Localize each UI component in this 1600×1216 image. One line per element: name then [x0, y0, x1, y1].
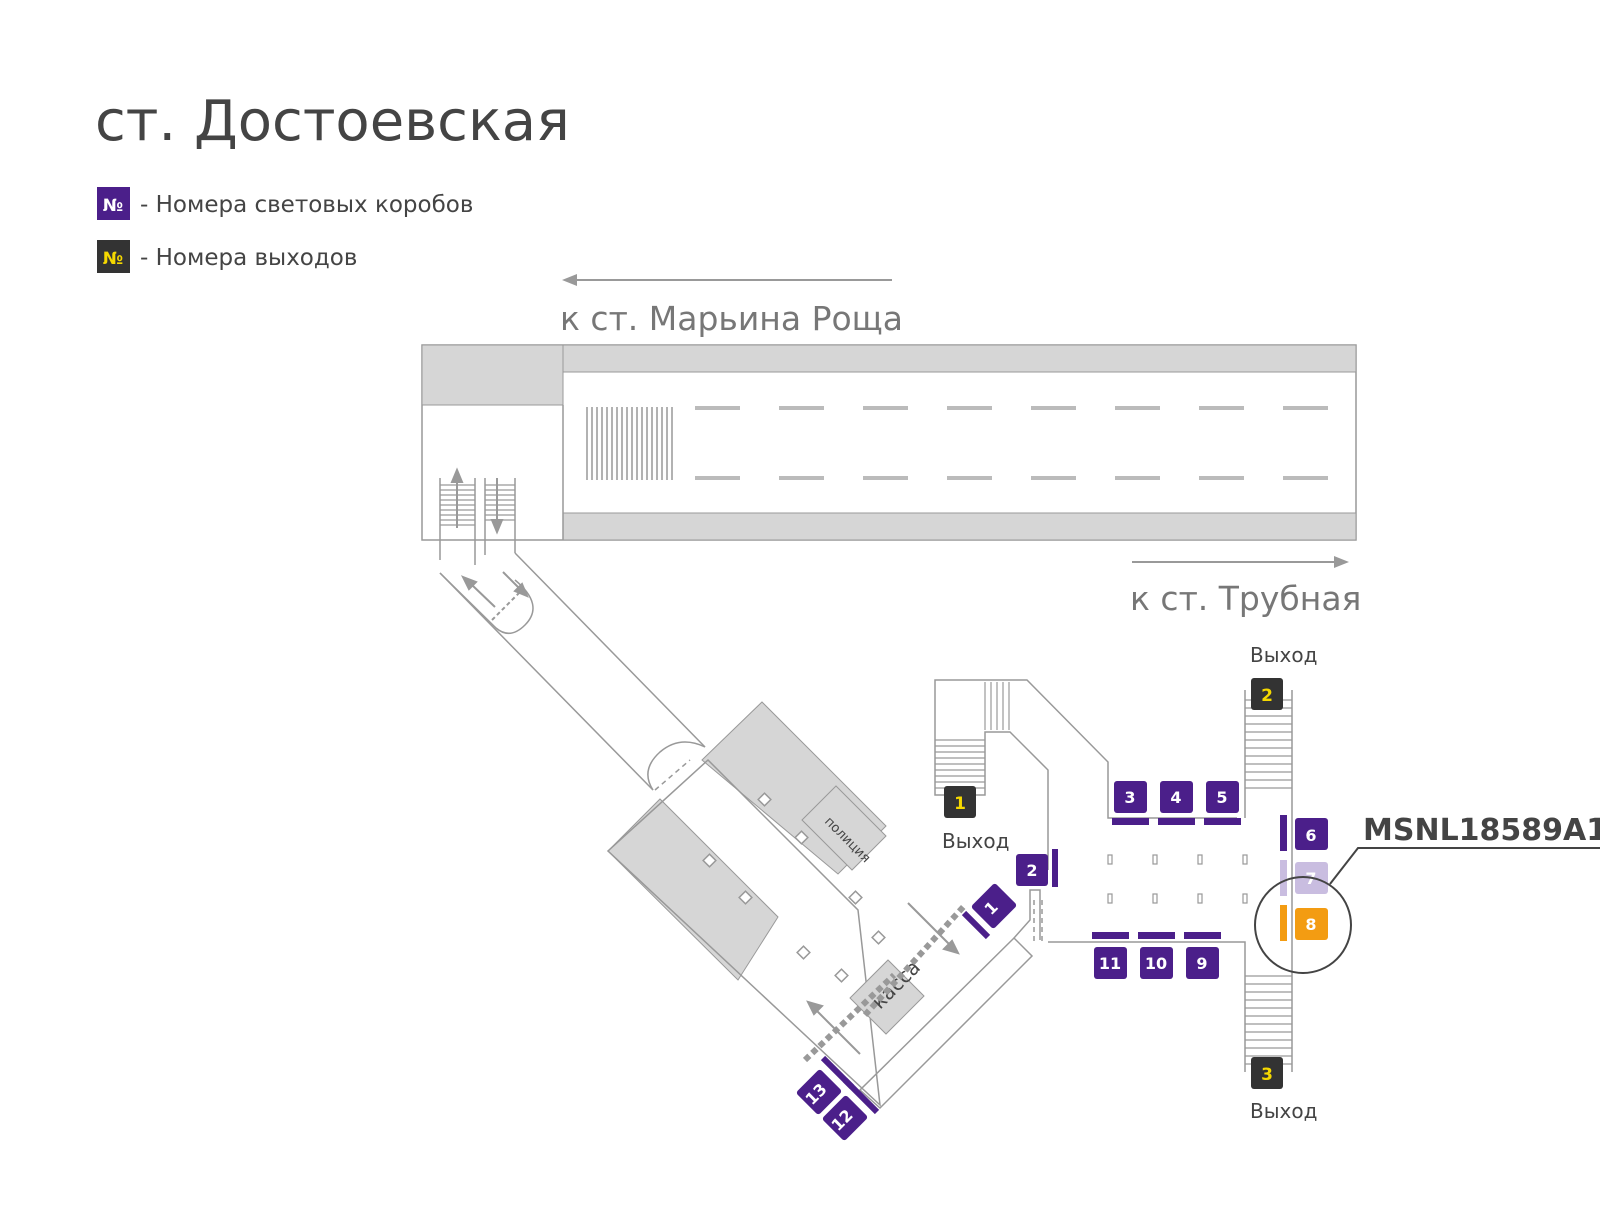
- direction-left-label: к ст. Марьина Роща: [560, 299, 903, 338]
- lightbox-9-number: 9: [1196, 954, 1207, 973]
- legend-exit-symbol: №: [103, 249, 123, 269]
- legend: № - Номера световых коробов № - Номера в…: [97, 187, 473, 273]
- exit-1-number: 1: [954, 794, 966, 814]
- lightbox-1[interactable]: 1: [961, 883, 1017, 940]
- platform: [421, 344, 1357, 541]
- lightbox-13[interactable]: 13: [796, 1055, 855, 1115]
- arrow-exit-icon: [942, 939, 960, 955]
- exit-3: 3 Выход: [1250, 1057, 1317, 1123]
- arrow-down-icon: [490, 519, 504, 535]
- arrow-up-icon: [450, 467, 464, 483]
- exit-3-label: Выход: [1250, 1099, 1317, 1123]
- platform-stairs: [586, 407, 673, 480]
- highlight-callout: MSNL18589A1: [1254, 813, 1600, 974]
- lightbox-3-number: 3: [1124, 788, 1135, 807]
- legend-lightbox-symbol: №: [103, 196, 123, 216]
- lightbox-5-number: 5: [1216, 788, 1227, 807]
- lightbox-5[interactable]: 5: [1204, 781, 1241, 825]
- legend-exit-label: - Номера выходов: [140, 245, 357, 271]
- lightbox-9[interactable]: 9: [1184, 932, 1221, 979]
- exit-1-label: Выход: [942, 829, 1009, 853]
- escalator-arrows: [450, 467, 529, 621]
- lightbox-8[interactable]: 8: [1280, 905, 1328, 941]
- lightbox-10-number: 10: [1145, 954, 1167, 973]
- lobby-columns: [702, 792, 886, 983]
- page-title: ст. Достоевская: [95, 89, 570, 154]
- exit-2: 2 Выход: [1250, 643, 1317, 710]
- lightbox-4-number: 4: [1170, 788, 1181, 807]
- arrow-diag-down-icon: [513, 582, 529, 598]
- lobby-arrows: [806, 902, 960, 1055]
- passage-exit1: [934, 679, 1237, 945]
- escalator-left: [439, 478, 706, 791]
- callout-line: [1329, 847, 1600, 885]
- arrow-left-icon: [562, 274, 577, 286]
- right-hall: [1048, 690, 1293, 1072]
- hall-columns: [1107, 854, 1248, 904]
- exit-2-number: 2: [1261, 686, 1273, 706]
- highlight-code: MSNL18589A1: [1363, 813, 1600, 848]
- lightbox-10[interactable]: 10: [1138, 932, 1175, 979]
- lightbox-11-number: 11: [1099, 954, 1121, 973]
- lightbox-11[interactable]: 11: [1092, 932, 1129, 979]
- exit-2-label: Выход: [1250, 643, 1317, 667]
- direction-left: к ст. Марьина Роща: [560, 274, 903, 338]
- highlight-circle: [1254, 876, 1352, 974]
- exit-1: 1 Выход: [942, 786, 1009, 853]
- arrow-diag-up-icon: [460, 575, 478, 591]
- legend-lightbox-label: - Номера световых коробов: [140, 192, 473, 218]
- direction-right: к ст. Трубная: [1130, 556, 1361, 618]
- arrow-enter-icon: [806, 1000, 824, 1016]
- arrow-right-icon: [1334, 556, 1349, 568]
- lightbox-6-number: 6: [1305, 826, 1316, 845]
- lobby-hall: полиция касса: [606, 701, 1034, 1110]
- lightbox-6[interactable]: 6: [1280, 815, 1328, 851]
- legend-lightbox-swatch: [97, 187, 130, 220]
- lightbox-8-number: 8: [1305, 915, 1316, 934]
- legend-exit-swatch: [97, 240, 130, 273]
- lightbox-2[interactable]: 2: [1016, 849, 1058, 887]
- lightbox-4[interactable]: 4: [1158, 781, 1195, 825]
- direction-right-label: к ст. Трубная: [1130, 579, 1361, 618]
- exit-3-number: 3: [1261, 1065, 1273, 1085]
- turnstiles: [802, 902, 968, 1063]
- lightbox-3[interactable]: 3: [1112, 781, 1149, 825]
- lightbox-2-number: 2: [1026, 861, 1037, 880]
- platform-dashes: [695, 406, 1328, 480]
